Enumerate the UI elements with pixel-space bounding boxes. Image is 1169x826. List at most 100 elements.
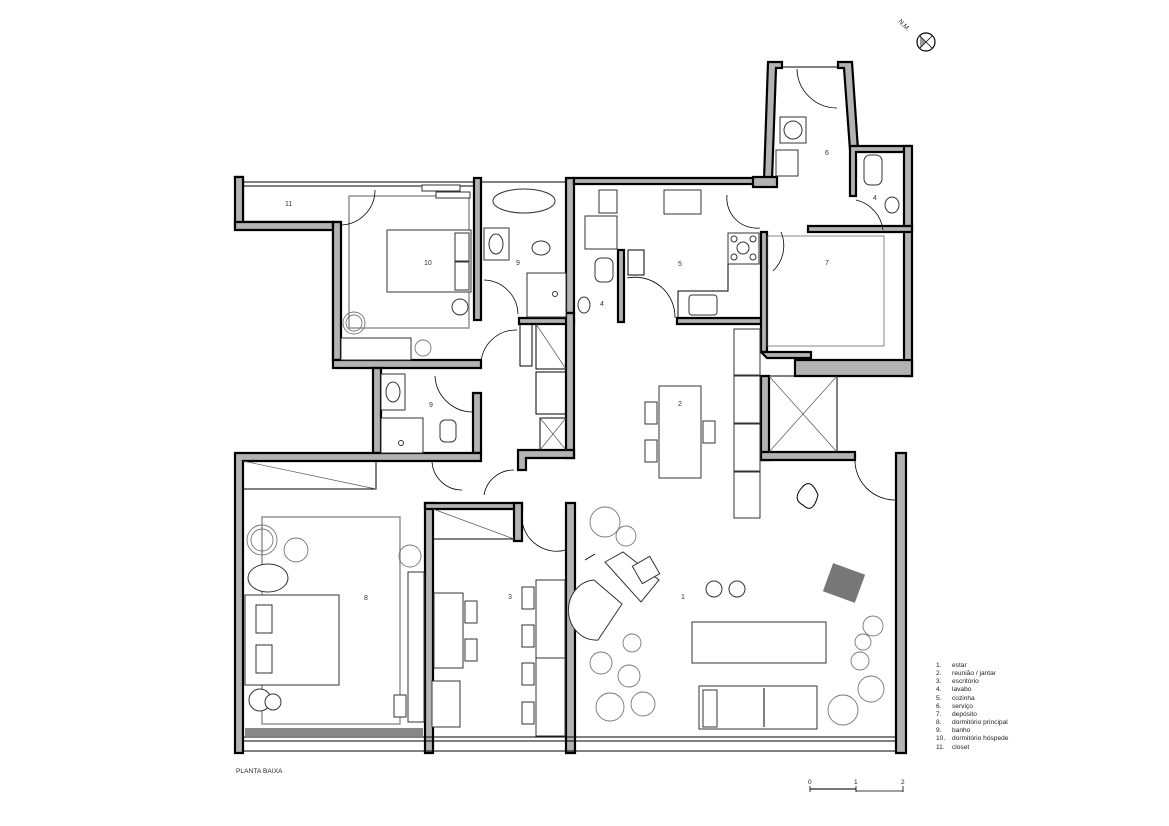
service-fixtures	[772, 68, 900, 272]
chair	[644, 401, 658, 425]
bath-top-fixtures	[480, 188, 567, 366]
legend-item: 2.reunião / jantar	[936, 670, 996, 678]
wall-guest-left	[331, 220, 343, 362]
counter	[677, 264, 729, 318]
toilet-icon	[863, 154, 883, 186]
stool	[705, 580, 723, 598]
chair	[521, 662, 535, 686]
wall-deposito-bottom2	[793, 358, 914, 378]
pillow	[255, 644, 273, 674]
wall-bath2-left	[371, 366, 383, 455]
wall-shaft-bottom	[516, 448, 576, 472]
wall-elevator-bottom	[759, 450, 857, 462]
room-legend: 1.estar 2.reunião / jantar 3.escritório …	[936, 662, 1008, 752]
desk	[535, 579, 566, 659]
plant-icon	[589, 651, 613, 675]
bath-lower-fixtures	[380, 373, 475, 491]
room-label: 8	[364, 595, 368, 602]
plant-icon	[854, 633, 872, 651]
plant-icon	[615, 525, 637, 547]
guest-room-furniture	[339, 184, 472, 361]
door-swing	[431, 460, 463, 491]
elevator-shaft-small	[539, 417, 567, 451]
kitchen-furniture	[584, 189, 761, 319]
bench	[340, 337, 412, 361]
legend-item: 11.closet	[936, 743, 970, 751]
pillow	[255, 604, 273, 634]
wall-deposito-bottom	[758, 350, 813, 360]
shower	[526, 272, 567, 318]
chair	[464, 600, 478, 624]
wall-bath2-right	[471, 391, 483, 455]
chair	[521, 624, 535, 648]
room-label: 11	[285, 201, 292, 208]
legend-item: 6.serviço	[936, 702, 973, 710]
plant-icon	[622, 633, 642, 653]
sink-icon	[688, 294, 718, 316]
room-label: 9	[516, 260, 520, 267]
desk	[433, 592, 464, 669]
legend-item: 4.lavabo	[936, 686, 972, 694]
elevator-shaft	[768, 375, 838, 453]
plant-icon	[246, 524, 278, 556]
armchair	[822, 563, 866, 603]
side-table	[451, 298, 469, 316]
legend-item: 3.escritório	[936, 678, 979, 686]
sink-icon	[488, 233, 504, 255]
door-swing	[626, 276, 676, 319]
shaft-area	[483, 323, 567, 496]
door-swing	[854, 457, 896, 501]
wall-office-top	[423, 501, 524, 511]
piano-body	[567, 579, 623, 641]
room-label: 3	[508, 594, 512, 601]
wall-office-stub	[512, 501, 524, 543]
pillow	[454, 232, 470, 262]
room-label: 7	[825, 260, 829, 267]
dresser	[407, 571, 425, 723]
shelf	[435, 191, 471, 199]
office-furniture	[431, 508, 567, 737]
scale-tick-2: 2	[901, 779, 905, 786]
wall-shaft	[564, 311, 576, 460]
scale-bar	[809, 786, 904, 792]
chair	[644, 439, 658, 463]
planter-strip	[245, 728, 423, 736]
room-labels: 1 2 3 4 4 5 6 7 8 9 9 10 11	[285, 150, 877, 602]
door-swing	[339, 189, 376, 226]
wall-elevator-left	[759, 374, 771, 462]
door-swing	[726, 194, 761, 229]
door-swing	[434, 375, 475, 413]
piano-icon	[604, 551, 660, 603]
door-swing	[521, 511, 567, 552]
dining-table	[658, 385, 702, 479]
wall-kitchen-top	[572, 176, 758, 186]
plant-icon	[850, 651, 870, 671]
facade-lines	[243, 66, 896, 752]
scale-tick-1: 1	[854, 779, 858, 786]
sink-icon	[884, 196, 900, 214]
room-label: 6	[825, 150, 829, 157]
table	[663, 189, 702, 215]
plant-icon	[827, 694, 859, 726]
door-swing	[855, 199, 884, 231]
wall-deposito-top	[806, 224, 914, 234]
shower	[380, 417, 424, 454]
plant-icon	[617, 664, 641, 688]
chair	[521, 701, 535, 725]
piano-bench	[631, 555, 661, 585]
legend-item: 8.dormitório principal	[936, 719, 1008, 727]
plant-icon	[589, 506, 621, 538]
drawing-title: PLANTA BAIXA	[236, 768, 283, 775]
desk	[535, 657, 566, 737]
pillow	[454, 261, 470, 291]
wall-living-right	[894, 451, 908, 755]
wall-service-right	[836, 60, 860, 152]
sideboard	[733, 328, 761, 376]
toilet-icon	[594, 257, 614, 283]
door-swing	[483, 279, 519, 315]
wall-guest-bottom	[331, 358, 483, 370]
sculpture-icon	[796, 483, 819, 509]
sofa	[698, 685, 818, 730]
fridge	[598, 189, 618, 214]
chair	[521, 586, 535, 610]
